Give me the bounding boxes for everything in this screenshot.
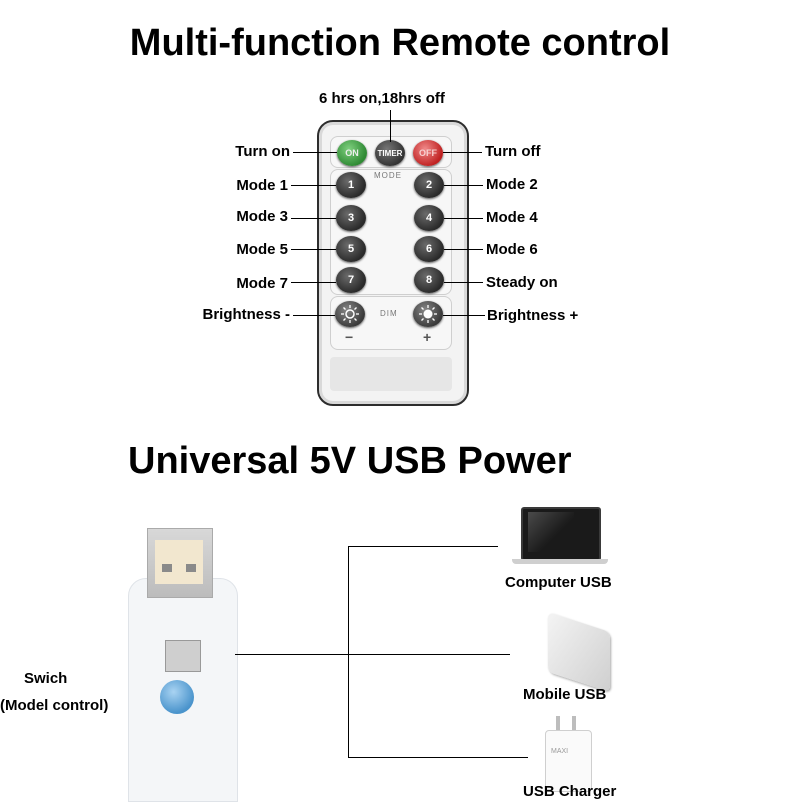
timer-key[interactable]: TIMER [375,140,405,166]
mode-1-key[interactable]: 1 [336,172,366,198]
charger-prong [556,716,560,730]
label-mode-1: Mode 1 [236,177,288,194]
leader-steady-on [444,282,483,283]
connector-line-main [235,654,510,655]
ir-window [330,357,452,391]
leader-turn-on [293,152,337,153]
brightness-up-key[interactable] [413,301,443,327]
mode-6-key[interactable]: 6 [414,236,444,262]
label-mode-5: Mode 5 [236,241,288,258]
mode-caption: MODE [374,171,402,180]
leader-mode-2 [444,185,483,186]
usb-connector-tongue [155,540,203,584]
leader-mode-3 [291,218,336,219]
sun-filled-icon [419,305,437,323]
mode-5-key[interactable]: 5 [336,236,366,262]
label-brightness-minus: Brightness - [202,306,290,323]
usb-contact-slot [186,564,196,572]
usb-title: Universal 5V USB Power [128,440,572,482]
label-steady-on: Steady on [486,274,558,291]
leader-mode-1 [291,185,336,186]
on-key[interactable]: ON [337,140,367,166]
connector-line-branch [348,546,349,758]
label-turn-on: Turn on [235,143,290,160]
label-brightness-plus: Brightness + [487,307,579,324]
usb-contact-slot [162,564,172,572]
leader-mode-4 [444,218,483,219]
switch-label: Swich [24,670,68,687]
leader-mode-6 [444,249,483,250]
mode-3-key[interactable]: 3 [336,205,366,231]
label-turn-off: Turn off [485,143,541,160]
steady-on-key[interactable]: 8 [414,267,444,293]
laptop-base [512,559,608,564]
mode-7-key[interactable]: 7 [336,267,366,293]
leader-mode-5 [291,249,336,250]
laptop-screen-glare [528,512,574,552]
timer-note: 6 hrs on,18hrs off [319,90,445,107]
mode-switch-button[interactable] [160,680,194,714]
leader-turn-off [443,152,482,153]
off-key[interactable]: OFF [413,140,443,166]
connector-line-charger [348,757,528,758]
mode-4-key[interactable]: 4 [414,205,444,231]
leader-brightness-plus [443,315,485,316]
charger-logo: MAXI [551,748,569,755]
switch-sublabel: (Model control) [0,697,109,714]
remote-title: Multi-function Remote control [129,22,671,64]
circuit-board [165,640,201,672]
label-mobile-usb: Mobile USB [523,686,607,703]
connector-line-computer [348,546,498,547]
charger-prong [572,716,576,730]
leader-brightness-minus [293,315,335,316]
power-bank-icon [548,611,610,693]
minus-sign: − [345,329,354,345]
timer-leader [390,110,391,142]
sun-icon [341,305,359,323]
label-mode-3: Mode 3 [236,208,288,225]
mode-2-key[interactable]: 2 [414,172,444,198]
plus-sign: + [423,329,432,345]
dim-caption: DIM [380,309,398,318]
label-computer-usb: Computer USB [505,574,612,591]
label-mode-7: Mode 7 [236,275,288,292]
usb-charger-icon [545,730,592,792]
label-mode-6: Mode 6 [486,241,538,258]
brightness-down-key[interactable] [335,301,365,327]
label-mode-2: Mode 2 [486,176,538,193]
label-mode-4: Mode 4 [486,209,538,226]
label-usb-charger: USB Charger [523,783,617,800]
leader-mode-7 [291,282,336,283]
